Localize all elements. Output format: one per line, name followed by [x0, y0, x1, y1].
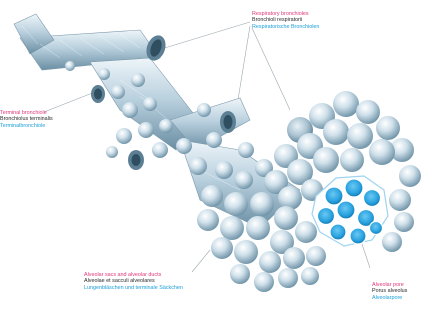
- pore: [337, 201, 355, 219]
- label-respiratory-bronchioles: Respiratory bronchioles Bronchioli respi…: [252, 11, 319, 30]
- label-terminal-bronchiole-la: Bronchiolus terminalis: [0, 116, 53, 122]
- label-alveolar-pore: Alveolar pore Porus alveolus Alveolarpor…: [372, 282, 407, 301]
- pore: [370, 222, 383, 235]
- pore: [345, 179, 363, 197]
- alveolar-cluster-lower: [197, 185, 326, 292]
- leader-alveolar-sacs: [192, 250, 210, 272]
- label-alveolar-sacs: Alveolar sacs and alveolar ducts Alveola…: [84, 272, 183, 291]
- pore: [350, 228, 366, 244]
- leader-respiratory-1: [158, 22, 250, 50]
- label-alveolar-pore-la: Porus alveolus: [372, 288, 407, 294]
- leader-respiratory-3: [252, 28, 290, 110]
- pore: [318, 208, 335, 225]
- label-alveolar-pore-de: Alveolarpore: [372, 295, 407, 301]
- label-terminal-bronchiole: Terminal bronchiole Bronchiolus terminal…: [0, 110, 53, 129]
- pore: [364, 190, 381, 207]
- label-respiratory-bronchioles-de: Respiratorische Bronchiolen: [252, 24, 319, 30]
- label-terminal-bronchiole-de: Terminalbronchiole: [0, 123, 53, 129]
- pore: [330, 224, 346, 240]
- alveolar-pores-section: [312, 176, 388, 246]
- label-alveolar-sacs-de: Lungenbläschen und terminale Säckchen: [84, 285, 183, 291]
